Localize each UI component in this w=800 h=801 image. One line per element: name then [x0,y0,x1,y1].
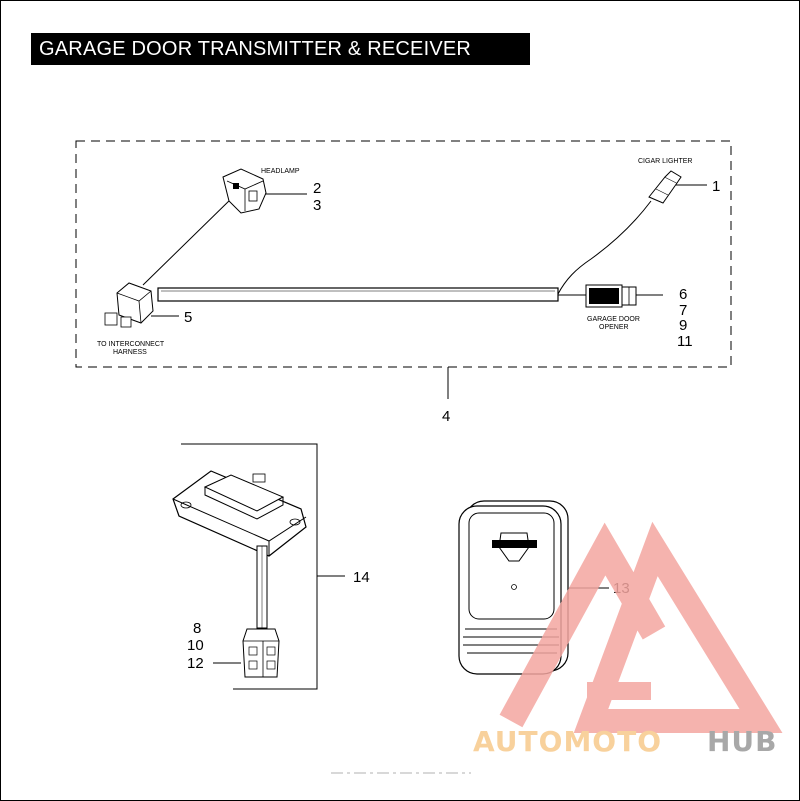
headlamp-connector [222,168,267,214]
receiver-connector [242,628,280,678]
page-title: GARAGE DOOR TRANSMITTER & RECEIVER [31,33,530,65]
label-interconnect-2: HARNESS [113,349,147,356]
interconnect-connector [104,282,154,328]
callout-5: 5 [184,309,192,326]
kit-dashed-box [75,140,732,368]
callout-6: 6 [679,286,687,303]
cigar-lighter-plug [648,170,682,204]
callout-8: 8 [193,620,201,637]
callout-11: 11 [677,333,693,350]
callout-10: 10 [187,637,204,654]
callout-3: 3 [313,197,321,214]
callout-12: 12 [187,655,204,672]
garage-door-connector [585,284,637,308]
main-harness-tube [157,287,559,302]
callout-14: 14 [353,569,370,586]
callout-9: 9 [679,317,687,334]
callout-1: 1 [712,178,720,195]
callout-2: 2 [313,180,321,197]
cigar-lighter-wire [557,200,652,295]
bar-and-shield-logo-icon [492,532,537,562]
label-cigar-lighter: CIGAR LIGHTER [638,158,692,165]
callout-7: 7 [679,302,687,319]
bracket-14 [181,443,318,690]
label-garage-door-2: OPENER [599,324,629,331]
receiver-module [172,470,307,557]
automotohub-watermark: AUTOMOTO HUB [473,521,783,758]
label-interconnect-1: TO INTERCONNECT [97,341,165,348]
transmitter-remote [458,500,569,675]
headlamp-wire [142,196,234,286]
label-garage-door-1: GARAGE DOOR [587,316,640,323]
watermark-text-automoto: AUTOMOTO [473,725,662,758]
label-headlamp: HEADLAMP [261,168,300,175]
callout-4: 4 [442,408,450,425]
watermark-text-hub: HUB [707,725,778,758]
